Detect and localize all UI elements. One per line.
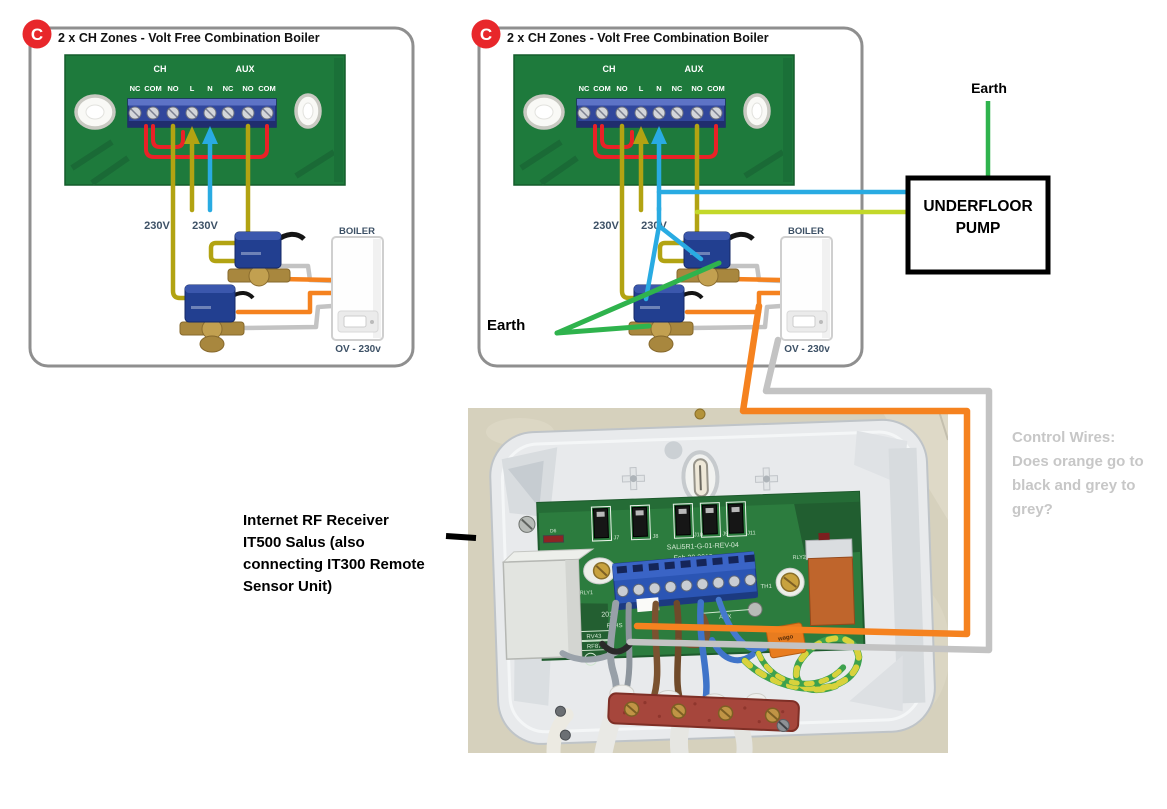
- jumper-headers: J7 J8 J10 J9 J11: [590, 501, 756, 542]
- photo-terminal-screws: [616, 554, 757, 598]
- receiver-photo: D6 J7 J8 J10 J9 J11 SALi5R1-G-01-REV-04 …: [468, 408, 948, 753]
- screw-boss-left: [621, 466, 646, 491]
- diode-d6: [542, 534, 565, 544]
- wall-screw-top: [694, 408, 706, 420]
- earth-wire-upper-valve: [554, 260, 722, 336]
- svg-text:Sensor Unit): Sensor Unit): [243, 578, 332, 595]
- relay-rly2: [805, 532, 856, 627]
- pcb-screw-small: [747, 601, 763, 617]
- earth-label-valves: Earth: [487, 317, 525, 334]
- pump-box: [905, 175, 1051, 275]
- svg-text:J7: J7: [613, 535, 619, 541]
- diagram-panel-left: [23, 20, 414, 367]
- svg-text:RF87: RF87: [587, 644, 603, 651]
- svg-text:J11: J11: [747, 530, 756, 536]
- plastic-hole: [664, 441, 683, 460]
- pump-label-line1: UNDERFLOOR: [923, 198, 1032, 215]
- neutral-branch-lower-valve: [643, 223, 662, 302]
- svg-text:connecting IT300 Remote: connecting IT300 Remote: [243, 556, 425, 573]
- screw-boss-right: [754, 467, 779, 491]
- plate-screw: [554, 705, 566, 717]
- svg-text:RV43: RV43: [586, 634, 602, 641]
- svg-text:Control Wires:: Control Wires:: [1012, 429, 1115, 446]
- svg-text:D6: D6: [550, 528, 557, 534]
- svg-text:J10: J10: [694, 532, 703, 538]
- th1-label: TH1: [761, 584, 773, 590]
- svg-text:J8: J8: [652, 534, 658, 540]
- svg-text:RLY2: RLY2: [793, 555, 807, 561]
- plate-screw: [559, 729, 571, 741]
- backplate: D6 J7 J8 J10 J9 J11 SALi5R1-G-01-REV-04 …: [489, 418, 936, 753]
- svg-text:wago: wago: [777, 634, 794, 643]
- svg-text:IT500 Salus (also: IT500 Salus (also: [243, 534, 365, 551]
- cable-clamp-busbar: [607, 692, 800, 733]
- svg-text:Does orange go to: Does orange go to: [1012, 453, 1144, 470]
- earth-wire-lower-valve: [554, 323, 652, 336]
- svg-text:2013: 2013: [601, 611, 617, 619]
- pcb-board-code: SALi5R1-G-01-REV-04: [667, 542, 739, 552]
- relay-white: [501, 548, 595, 660]
- svg-text:J9: J9: [722, 531, 728, 537]
- orange-control-wire-annotation: [633, 302, 971, 638]
- busbar-screws: [623, 701, 781, 723]
- underfloor-pump: Earth UNDERFLOOR PUMP: [905, 80, 1051, 275]
- svg-text:Internet RF Receiver: Internet RF Receiver: [243, 512, 389, 529]
- receiver-note: Internet RF Receiver IT500 Salus (also c…: [243, 512, 425, 595]
- grey-control-wire-annotation: [626, 336, 993, 654]
- keyhole-slot: [681, 450, 720, 505]
- receiver-note-pointer-line: [445, 533, 477, 541]
- svg-text:RLY1: RLY1: [580, 590, 594, 596]
- svg-text:black and grey to: black and grey to: [1012, 477, 1135, 494]
- svg-text:grey?: grey?: [1012, 501, 1053, 518]
- earth-label-pump: Earth: [971, 80, 1007, 96]
- pump-label-line2: PUMP: [956, 220, 1001, 237]
- photo-terminal-block: [612, 551, 759, 611]
- control-wires-note: Control Wires: Does orange go to black a…: [1012, 429, 1144, 518]
- photo-pcb: D6 J7 J8 J10 J9 J11 SALi5R1-G-01-REV-04 …: [501, 490, 866, 666]
